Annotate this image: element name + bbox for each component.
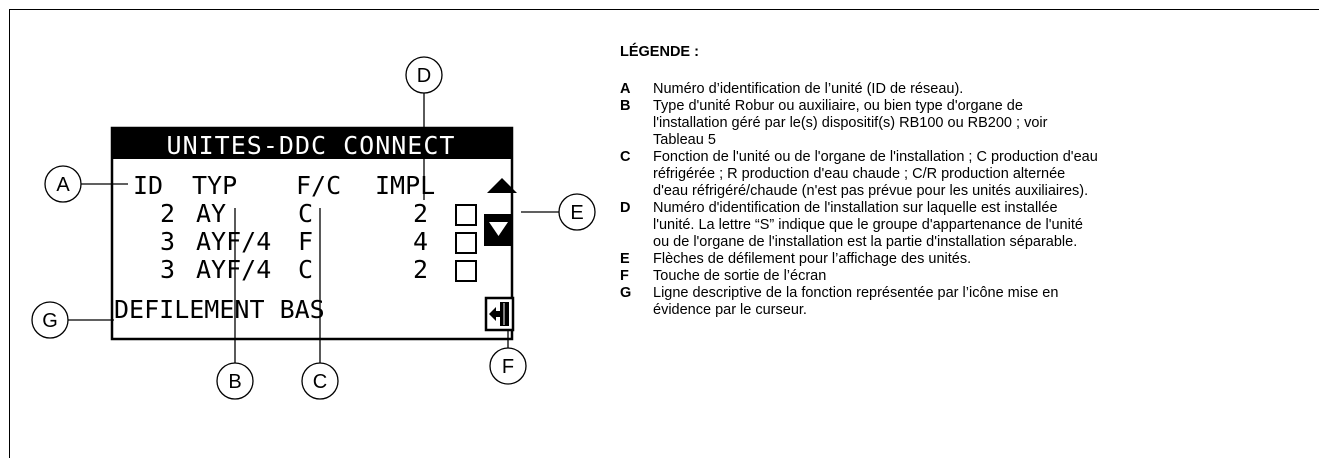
- header-typ: TYP: [192, 171, 237, 200]
- legend-list: A Numéro d’identification de l’unité (ID …: [620, 81, 1310, 319]
- callout-label-c: C: [313, 371, 327, 393]
- figure-frame: [9, 9, 1319, 458]
- table-row[interactable]: 2 AY C 2: [160, 199, 477, 228]
- legend-item: G Ligne descriptive de la fonction représ…: [620, 285, 1310, 319]
- row-typ: AYF/4: [196, 255, 271, 284]
- callout-letters: A B C D E F G: [42, 65, 583, 393]
- legend-item: C Fonction de l'unité ou de l'organe de l…: [620, 149, 1310, 200]
- legend-text: Numéro d’identification de l’unité (ID d…: [653, 81, 1310, 98]
- header-id: ID: [133, 171, 163, 200]
- display-diagram: UNITES-DDC CONNECT ID TYP F/C IMPL 2 AY …: [0, 0, 600, 458]
- legend-item: A Numéro d’identification de l’unité (ID …: [620, 81, 1310, 98]
- callout-label-f: F: [502, 356, 514, 378]
- legend-item: E Flèches de défilement pour l’affichage …: [620, 251, 1310, 268]
- legend-letter: E: [620, 251, 630, 267]
- diagram-svg: UNITES-DDC CONNECT ID TYP F/C IMPL 2 AY …: [31, 56, 596, 400]
- lcd-footer: DEFILEMENT BAS: [114, 295, 325, 324]
- checkbox-icon[interactable]: [455, 204, 477, 226]
- legend-line: Fonction de l'unité ou de l'organe de l'…: [653, 149, 1098, 165]
- legend-text: Numéro d'identification de l'installatio…: [653, 200, 1310, 251]
- header-impl: IMPL: [375, 171, 435, 200]
- legend-line: ou de l'organe de l'installation est la …: [653, 234, 1078, 250]
- row-typ: AY: [196, 199, 226, 228]
- legend-line: Touche de sortie de l’écran: [653, 268, 827, 284]
- table-row[interactable]: 3 AYF/4 C 2: [160, 255, 477, 284]
- legend-title: LÉGENDE :: [620, 44, 699, 60]
- legend-line: l'unité. La lettre “S” indique que le gr…: [653, 217, 1083, 233]
- lcd-title: UNITES-DDC CONNECT: [167, 131, 456, 160]
- row-typ: AYF/4: [196, 227, 271, 256]
- legend-text: Ligne descriptive de la fonction représe…: [653, 285, 1310, 319]
- legend-item: D Numéro d'identification de l'installati…: [620, 200, 1310, 251]
- row-id: 3: [160, 227, 175, 256]
- legend-line: Type d'unité Robur ou auxiliaire, ou bie…: [653, 98, 1023, 114]
- scroll-up-arrow-icon[interactable]: [487, 178, 517, 193]
- lcd-title-bar: [113, 129, 511, 159]
- legend-letter: C: [620, 149, 631, 165]
- legend-line: Numéro d'identification de l'installatio…: [653, 200, 1058, 216]
- exit-door-icon[interactable]: [484, 296, 515, 332]
- checkbox-icon[interactable]: [455, 260, 477, 282]
- lcd-headers: ID TYP F/C IMPL: [133, 171, 435, 200]
- legend-letter: F: [620, 268, 629, 284]
- lcd-screen: [110, 126, 514, 341]
- table-row[interactable]: 3 AYF/4 F 4: [160, 227, 477, 256]
- row-fc: C: [298, 199, 313, 228]
- legend-text: Flèches de défilement pour l’affichage d…: [653, 251, 1310, 268]
- header-fc: F/C: [296, 171, 341, 200]
- legend-item: B Type d'unité Robur ou auxiliaire, ou bi…: [620, 98, 1310, 149]
- legend-item: F Touche de sortie de l’écran: [620, 268, 1310, 285]
- callout-label-a: A: [56, 174, 70, 196]
- legend-letter: D: [620, 200, 631, 216]
- legend-letter: G: [620, 285, 632, 301]
- legend-letter: A: [620, 81, 631, 97]
- callouts: [31, 56, 596, 400]
- row-id: 3: [160, 255, 175, 284]
- row-impl: 2: [413, 255, 428, 284]
- row-fc: C: [298, 255, 313, 284]
- legend-text: Fonction de l'unité ou de l'organe de l'…: [653, 149, 1310, 200]
- legend-line: évidence par le curseur.: [653, 302, 807, 318]
- row-fc: F: [298, 227, 313, 256]
- legend-letter: B: [620, 98, 631, 114]
- callout-label-d: D: [417, 65, 431, 87]
- row-impl: 2: [413, 199, 428, 228]
- callout-label-g: G: [42, 310, 58, 332]
- legend-text: Touche de sortie de l’écran: [653, 268, 1310, 285]
- legend-line: d'eau réfrigéré/chaude (n'est pas prévue…: [653, 183, 1089, 199]
- callout-label-b: B: [228, 371, 241, 393]
- checkbox-icon[interactable]: [455, 232, 477, 254]
- legend-line: réfrigérée ; R production d'eau chaude ;…: [653, 166, 1066, 182]
- legend: LÉGENDE : A Numéro d’identification de l’…: [620, 44, 1310, 319]
- legend-line: Flèches de défilement pour l’affichage d…: [653, 251, 972, 267]
- legend-text: Type d'unité Robur ou auxiliaire, ou bie…: [653, 98, 1310, 149]
- row-impl: 4: [413, 227, 428, 256]
- legend-line: l'installation géré par le(s) dispositif…: [653, 115, 1048, 131]
- legend-line: Ligne descriptive de la fonction représe…: [653, 285, 1059, 301]
- scroll-down-arrow-glyph: [489, 222, 508, 236]
- row-id: 2: [160, 199, 175, 228]
- legend-line: Numéro d’identification de l’unité (ID d…: [653, 81, 964, 97]
- callout-label-e: E: [570, 202, 583, 224]
- legend-line: Tableau 5: [653, 132, 716, 148]
